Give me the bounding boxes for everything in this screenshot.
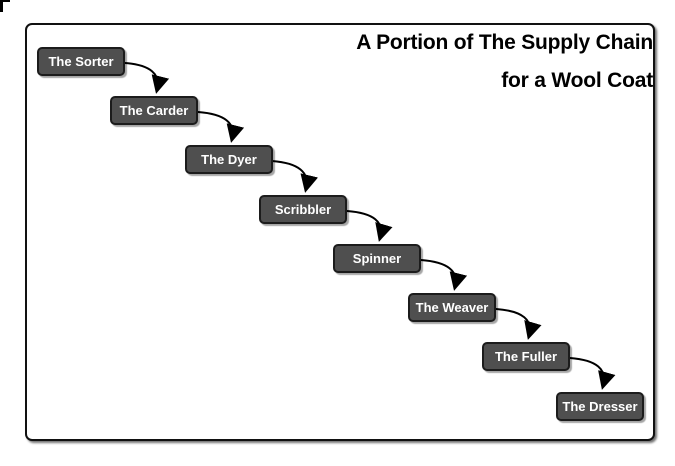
node-label: The Dyer	[201, 152, 257, 167]
node-label: The Fuller	[494, 349, 558, 364]
node-label: The Carder	[119, 103, 189, 118]
flow-arrow-5	[420, 259, 468, 291]
flow-arrow-1	[124, 62, 170, 94]
node-the-weaver: The Weaver	[408, 293, 496, 322]
flow-arrow-3	[271, 160, 319, 193]
flow-arrow-7	[569, 357, 616, 390]
node-the-fuller: The Fuller	[482, 342, 570, 371]
node-the-dyer: The Dyer	[185, 145, 273, 174]
flow-arrow-2	[197, 111, 245, 143]
flow-arrow-4	[346, 210, 393, 242]
node-the-sorter: The Sorter	[37, 47, 125, 76]
flow-arrow-6	[495, 308, 542, 340]
node-scribbler: Scribbler	[259, 195, 347, 224]
title-line-2: for a Wool Coat	[501, 69, 653, 92]
node-label: Spinner	[352, 251, 402, 266]
node-label: The Dresser	[562, 399, 638, 414]
corner-artifact	[0, 0, 10, 12]
title-line-1: A Portion of The Supply Chain	[356, 31, 653, 54]
node-the-dresser: The Dresser	[556, 392, 644, 421]
node-label: The Sorter	[48, 54, 114, 69]
node-label: The Weaver	[415, 300, 489, 315]
node-spinner: Spinner	[333, 244, 421, 273]
diagram-title: A Portion of The Supply Chain for a Wool…	[356, 24, 653, 100]
diagram-frame	[25, 23, 655, 441]
node-the-carder: The Carder	[110, 96, 198, 125]
node-label: Scribbler	[274, 202, 332, 217]
